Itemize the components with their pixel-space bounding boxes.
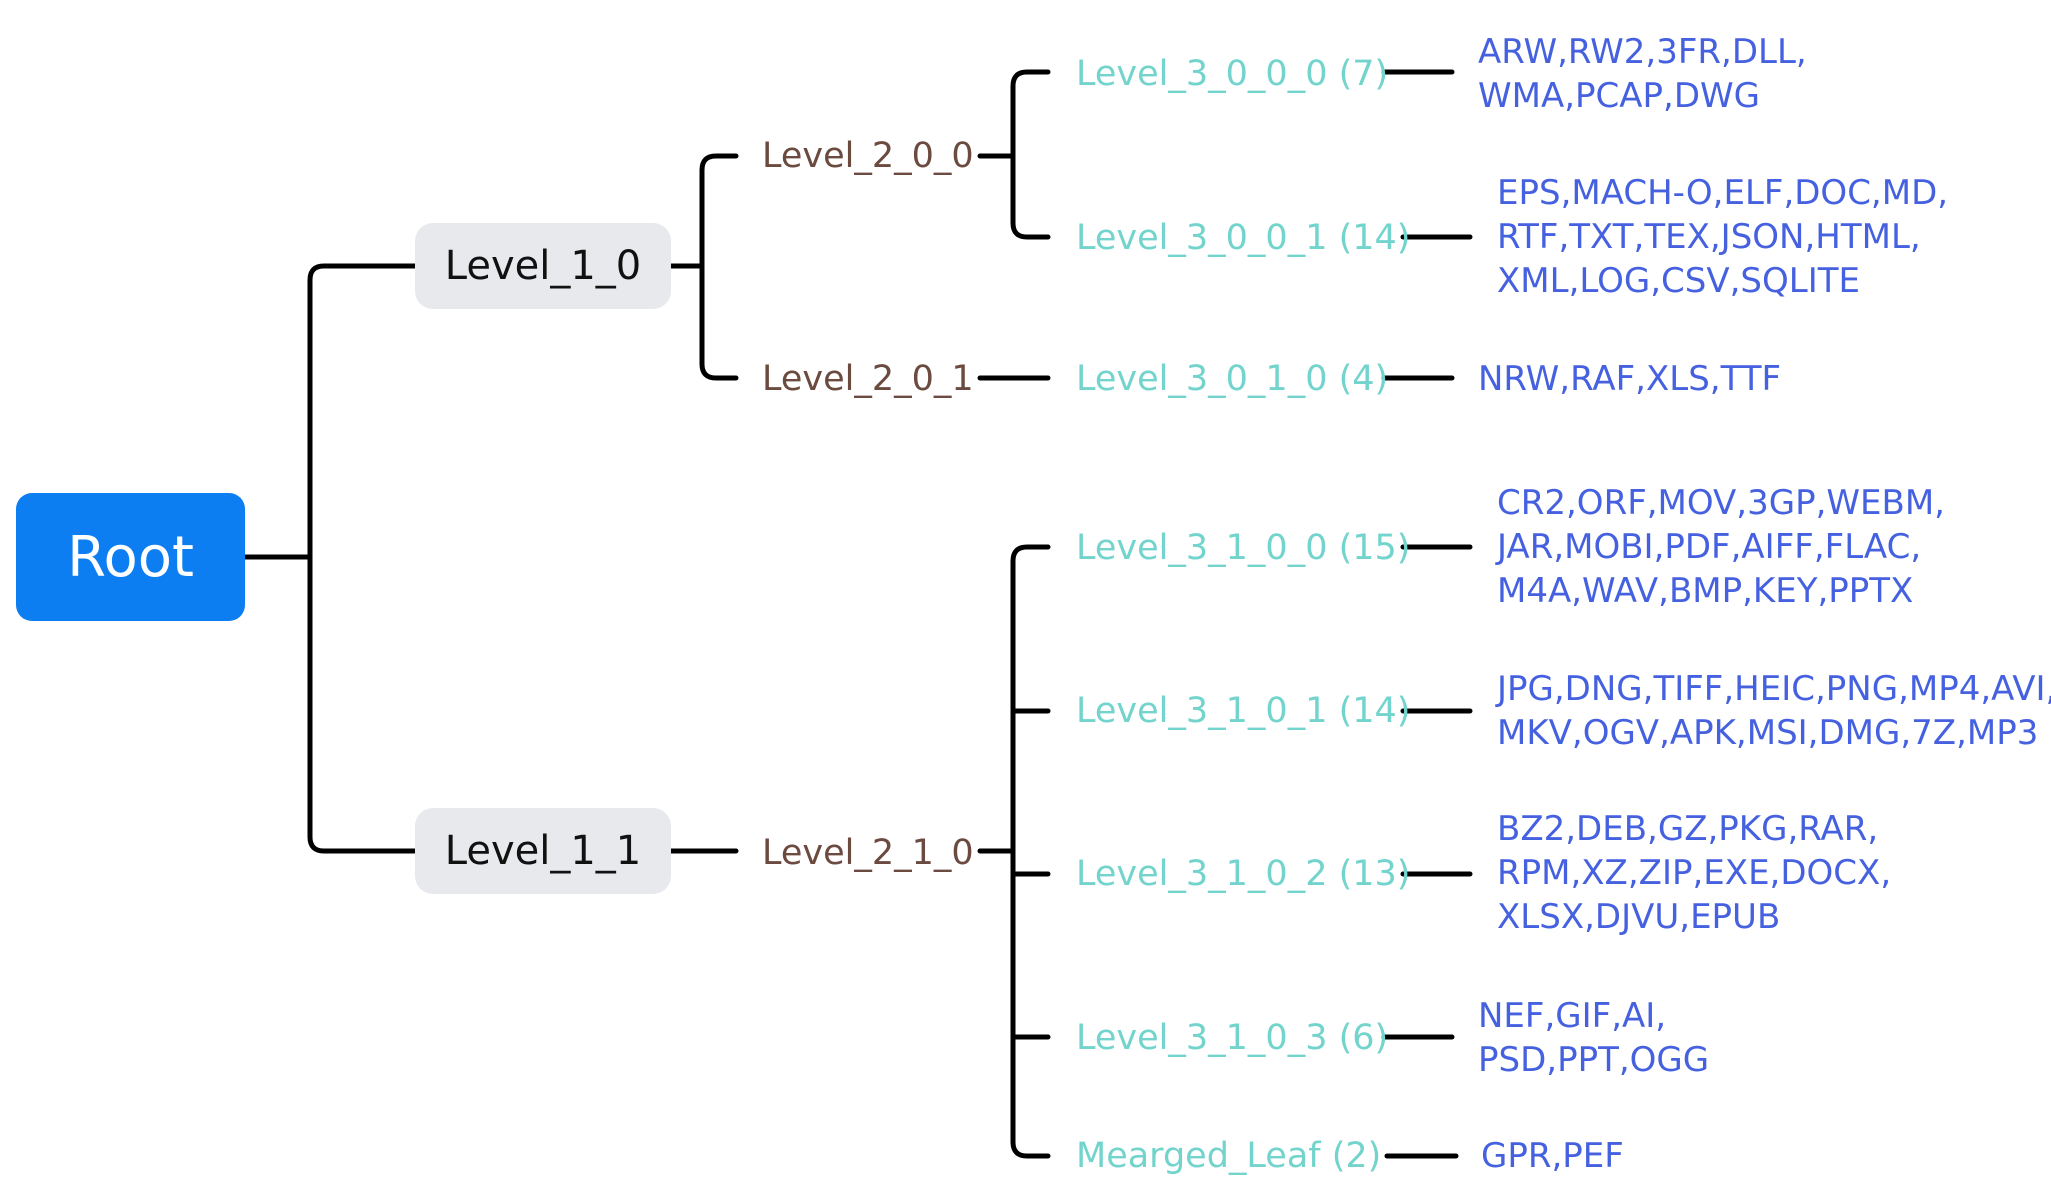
node-level-3-1-0-2[interactable]: Level_3_1_0_2 (13) bbox=[1076, 854, 1411, 894]
node-level-2-1-0[interactable]: Level_2_1_0 bbox=[762, 833, 974, 873]
leaf-list-3-1-0-1: JPG,DNG,TIFF,HEIC,PNG,MP4,AVI, MKV,OGV,A… bbox=[1497, 667, 2051, 755]
node-level-3-1-0-3[interactable]: Level_3_1_0_3 (6) bbox=[1076, 1018, 1389, 1058]
leaf-line: EPS,MACH-O,ELF,DOC,MD, bbox=[1497, 173, 1949, 213]
root-label: Root bbox=[67, 524, 194, 590]
node-level-3-1-0-1[interactable]: Level_3_1_0_1 (14) bbox=[1076, 691, 1411, 731]
edge-l1-0-spine bbox=[699, 153, 739, 381]
node-level-2-0-1[interactable]: Level_2_0_1 bbox=[762, 359, 974, 399]
leaf-line: GPR,PEF bbox=[1481, 1136, 1624, 1176]
leaf-line: M4A,WAV,BMP,KEY,PPTX bbox=[1497, 571, 1914, 611]
leaf-line: PSD,PPT,OGG bbox=[1478, 1040, 1710, 1080]
leaf-line: MKV,OGV,APK,MSI,DMG,7Z,MP3 bbox=[1497, 713, 2039, 753]
root-node[interactable]: Root bbox=[16, 493, 245, 621]
leaf-line: XML,LOG,CSV,SQLITE bbox=[1497, 261, 1860, 301]
leaf-line: JPG,DNG,TIFF,HEIC,PNG,MP4,AVI, bbox=[1497, 669, 2051, 709]
leaf-line: CR2,ORF,MOV,3GP,WEBM, bbox=[1497, 483, 1945, 523]
leaf-line: NEF,GIF,AI, bbox=[1478, 996, 1667, 1036]
leaf-line: WMA,PCAP,DWG bbox=[1478, 76, 1760, 116]
leaf-line: RTF,TXT,TEX,JSON,HTML, bbox=[1497, 217, 1921, 257]
leaf-list-3-0-0-0: ARW,RW2,3FR,DLL, WMA,PCAP,DWG bbox=[1478, 30, 1807, 118]
leaf-line: RPM,XZ,ZIP,EXE,DOCX, bbox=[1497, 853, 1892, 893]
leaf-list-3-1-0-2: BZ2,DEB,GZ,PKG,RAR, RPM,XZ,ZIP,EXE,DOCX,… bbox=[1497, 807, 1891, 939]
node-level-3-0-0-0[interactable]: Level_3_0_0_0 (7) bbox=[1076, 54, 1389, 94]
leaf-list-3-1-0-0: CR2,ORF,MOV,3GP,WEBM, JAR,MOBI,PDF,AIFF,… bbox=[1497, 481, 1945, 613]
node-level-2-0-0[interactable]: Level_2_0_0 bbox=[762, 136, 974, 176]
edge-root-spine bbox=[307, 263, 418, 854]
node-merged-leaf[interactable]: Mearged_Leaf (2) bbox=[1076, 1136, 1382, 1176]
edge-l2-0-0-spine bbox=[1010, 69, 1051, 240]
leaf-list-3-0-0-1: EPS,MACH-O,ELF,DOC,MD, RTF,TXT,TEX,JSON,… bbox=[1497, 171, 1948, 303]
edge-l2-1-0-spine bbox=[1010, 544, 1051, 1159]
leaf-line: XLSX,DJVU,EPUB bbox=[1497, 897, 1781, 937]
node-label: Level_1_0 bbox=[444, 243, 642, 289]
leaf-line: ARW,RW2,3FR,DLL, bbox=[1478, 32, 1807, 72]
leaf-line: BZ2,DEB,GZ,PKG,RAR, bbox=[1497, 809, 1879, 849]
leaf-list-3-0-1-0: NRW,RAF,XLS,TTF bbox=[1478, 357, 1781, 401]
leaf-line: JAR,MOBI,PDF,AIFF,FLAC, bbox=[1497, 527, 1922, 567]
node-label: Level_1_1 bbox=[444, 828, 642, 874]
node-level-1-0[interactable]: Level_1_0 bbox=[415, 223, 671, 309]
node-level-1-1[interactable]: Level_1_1 bbox=[415, 808, 671, 894]
node-level-3-0-0-1[interactable]: Level_3_0_0_1 (14) bbox=[1076, 218, 1411, 258]
leaf-list-merged: GPR,PEF bbox=[1481, 1134, 1624, 1178]
node-level-3-1-0-0[interactable]: Level_3_1_0_0 (15) bbox=[1076, 528, 1411, 568]
leaf-list-3-1-0-3: NEF,GIF,AI, PSD,PPT,OGG bbox=[1478, 994, 1709, 1082]
leaf-line: NRW,RAF,XLS,TTF bbox=[1478, 359, 1782, 399]
node-level-3-0-1-0[interactable]: Level_3_0_1_0 (4) bbox=[1076, 359, 1389, 399]
